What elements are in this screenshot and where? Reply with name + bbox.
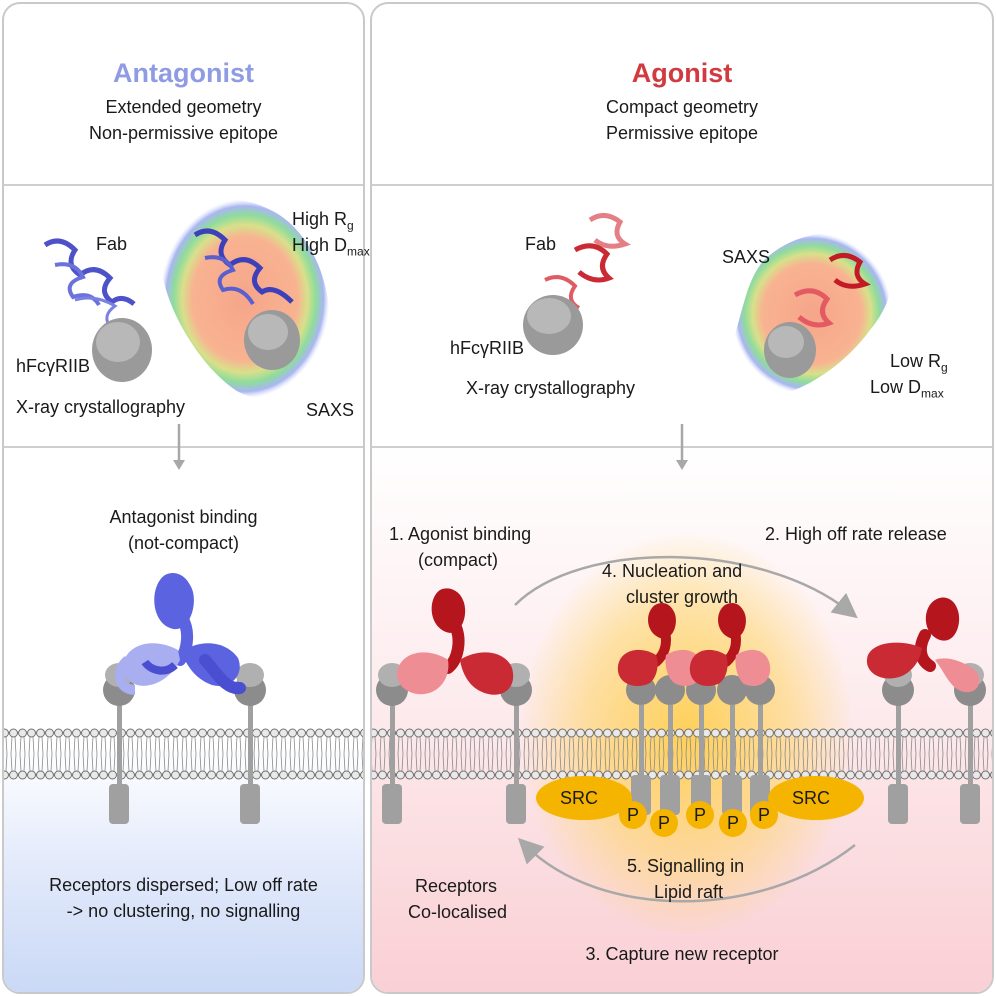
antagonist-rg-text: High R [292, 209, 348, 229]
agonist-dmax-sub: max [921, 386, 944, 401]
divider-top-left [4, 184, 363, 186]
antagonist-result-line1: Receptors dispersed; Low off rate [49, 875, 318, 895]
step1-sub: (compact) [418, 550, 499, 570]
agonist-geometry: Compact geometry [605, 97, 759, 117]
agonist-antibody-bound [396, 588, 514, 695]
agonist-dmax-label: Low Dmax [870, 375, 944, 407]
agonist-antibody-released [866, 597, 980, 693]
antagonist-dmax-text: High D [292, 235, 348, 255]
agonist-rg-text: Low R [890, 351, 942, 371]
phospho-label: P [627, 805, 640, 825]
agonist-dmax-text: Low D [870, 377, 922, 397]
agonist-xray-label: X-ray crystallography [466, 378, 636, 398]
receptors-label: Receptors [415, 876, 498, 896]
step1-label: 1. Agonist binding [389, 524, 532, 544]
step4-label: 4. Nucleation and [602, 561, 743, 581]
antagonist-fab-label: Fab [96, 234, 128, 254]
step5-sub: Lipid raft [654, 882, 724, 902]
step2-label: 2. High off rate release [765, 524, 947, 544]
arrow-capture-curve [517, 837, 856, 903]
agonist-rg-sub: g [941, 360, 948, 375]
arrow-down-left [173, 424, 185, 470]
antagonist-xray-label: X-ray crystallography [16, 397, 186, 417]
src-left-label: SRC [560, 788, 599, 808]
receptor-left-2 [234, 663, 266, 824]
receptor-right-6 [717, 675, 747, 815]
phospho-label: P [727, 813, 740, 833]
antagonist-background [4, 444, 363, 992]
agonist-antibody-cluster-1 [617, 602, 703, 686]
antagonist-dmax-sub: max [347, 244, 370, 259]
antagonist-binding-sub: (not-compact) [127, 533, 240, 553]
phospho-label: P [758, 805, 771, 825]
agonist-epitope: Permissive epitope [605, 123, 759, 143]
step5-label: 5. Signalling in [627, 856, 745, 876]
antagonist-title: Antagonist [113, 58, 254, 88]
divider-mid-left [4, 446, 363, 448]
antagonist-rg-sub: g [347, 218, 354, 233]
src-kinase-left [536, 776, 632, 820]
antagonist-dmax-label: High Dmax [292, 233, 370, 265]
divider-top-right [372, 184, 992, 186]
src-right-label: SRC [792, 788, 831, 808]
phospho-label: P [658, 813, 671, 833]
antagonist-crystal-structure [43, 238, 152, 382]
agonist-saxs-structure [764, 253, 871, 378]
agonist-title: Agonist [631, 58, 733, 88]
agonist-antibody-cluster-2 [689, 602, 771, 686]
membrane-right [372, 728, 992, 780]
antagonist-saxs-label: SAXS [306, 400, 355, 420]
agonist-crystal-structure [523, 213, 631, 355]
step3-label: 3. Capture new receptor [585, 944, 779, 964]
receptor-right-2 [500, 663, 532, 824]
agonist-saxs-label: SAXS [722, 247, 771, 267]
membrane-left [4, 728, 363, 780]
antagonist-geometry: Extended geometry [105, 97, 262, 117]
antagonist-epitope: Non-permissive epitope [88, 123, 279, 143]
agonist-receptor-label: hFcγRIIB [450, 338, 525, 358]
antagonist-panel [2, 2, 365, 994]
antagonist-antibody [115, 573, 246, 695]
antagonist-receptor-label: hFcγRIIB [16, 356, 91, 376]
src-kinase-right [768, 776, 864, 820]
agonist-rg-label: Low Rg [890, 349, 948, 381]
step4-sub: cluster growth [626, 587, 739, 607]
arrow-release-curve [514, 555, 858, 619]
agonist-fab-label: Fab [525, 234, 557, 254]
antagonist-rg-label: High Rg [292, 207, 354, 239]
arrow-down-right [676, 424, 688, 470]
antagonist-result-line2: -> no clustering, no signalling [66, 901, 301, 921]
phosphate-group [619, 801, 778, 837]
receptors-sub: Co-localised [408, 902, 508, 922]
antagonist-binding-label: Antagonist binding [109, 507, 258, 527]
phospho-label: P [694, 805, 707, 825]
antagonist-saxs-structure [193, 228, 300, 370]
